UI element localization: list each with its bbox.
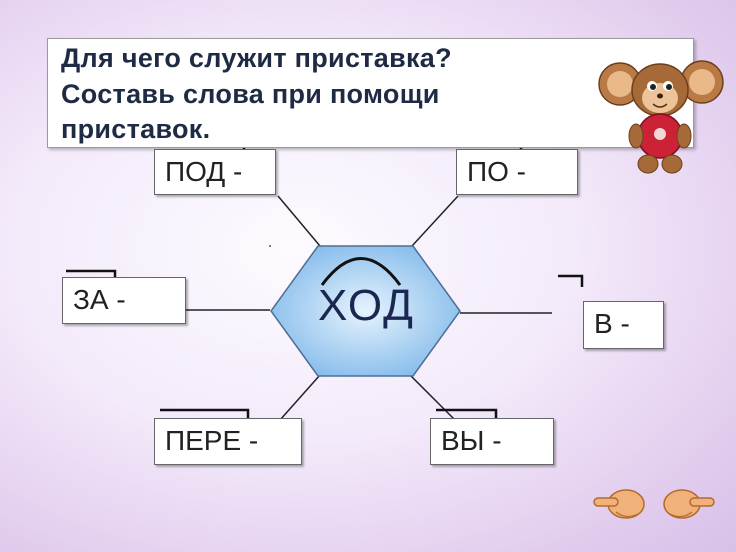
prefix-box-pere: ПЕРЕ - [154,418,302,465]
title-line-1: Для чего служит приставка? [61,43,452,73]
root-word: ХОД [318,281,415,330]
prefix-box-za: ЗА - [62,277,186,324]
connector-vy [409,374,456,421]
root-arc-mark [320,257,402,286]
connector-pod [277,195,321,247]
connector-pere [279,374,321,421]
prefix-label-pod: ПОД - [165,156,243,187]
cheburashka-mascot-icon [598,60,724,174]
root-hexagon [270,245,461,377]
pointing-hand-left-icon[interactable] [593,489,645,519]
connector-po [411,195,459,247]
prefix-label-vy: ВЫ - [441,425,502,456]
prefix-label-pere: ПЕРЕ - [165,425,259,456]
prefix-box-po: ПО - [456,149,578,195]
prefix-mark-vy [436,408,498,421]
prefix-label-v: В - [594,308,630,339]
pointing-hand-right-icon[interactable] [663,489,715,519]
title-box: Для чего служит приставка? Составь слова… [47,38,694,148]
navigation-hands [593,489,715,519]
title-line-3: приставок. [61,114,211,144]
title-line-2: Составь слова при помощи [61,79,440,109]
prefix-box-v: В - [583,301,664,349]
prefix-box-vy: ВЫ - [430,418,554,465]
prefix-mark-v [558,274,584,287]
prefix-label-za: ЗА - [73,284,126,315]
prefix-mark-pere [160,408,250,421]
prefix-box-pod: ПОД - [154,149,276,195]
prefix-label-po: ПО - [467,156,527,187]
